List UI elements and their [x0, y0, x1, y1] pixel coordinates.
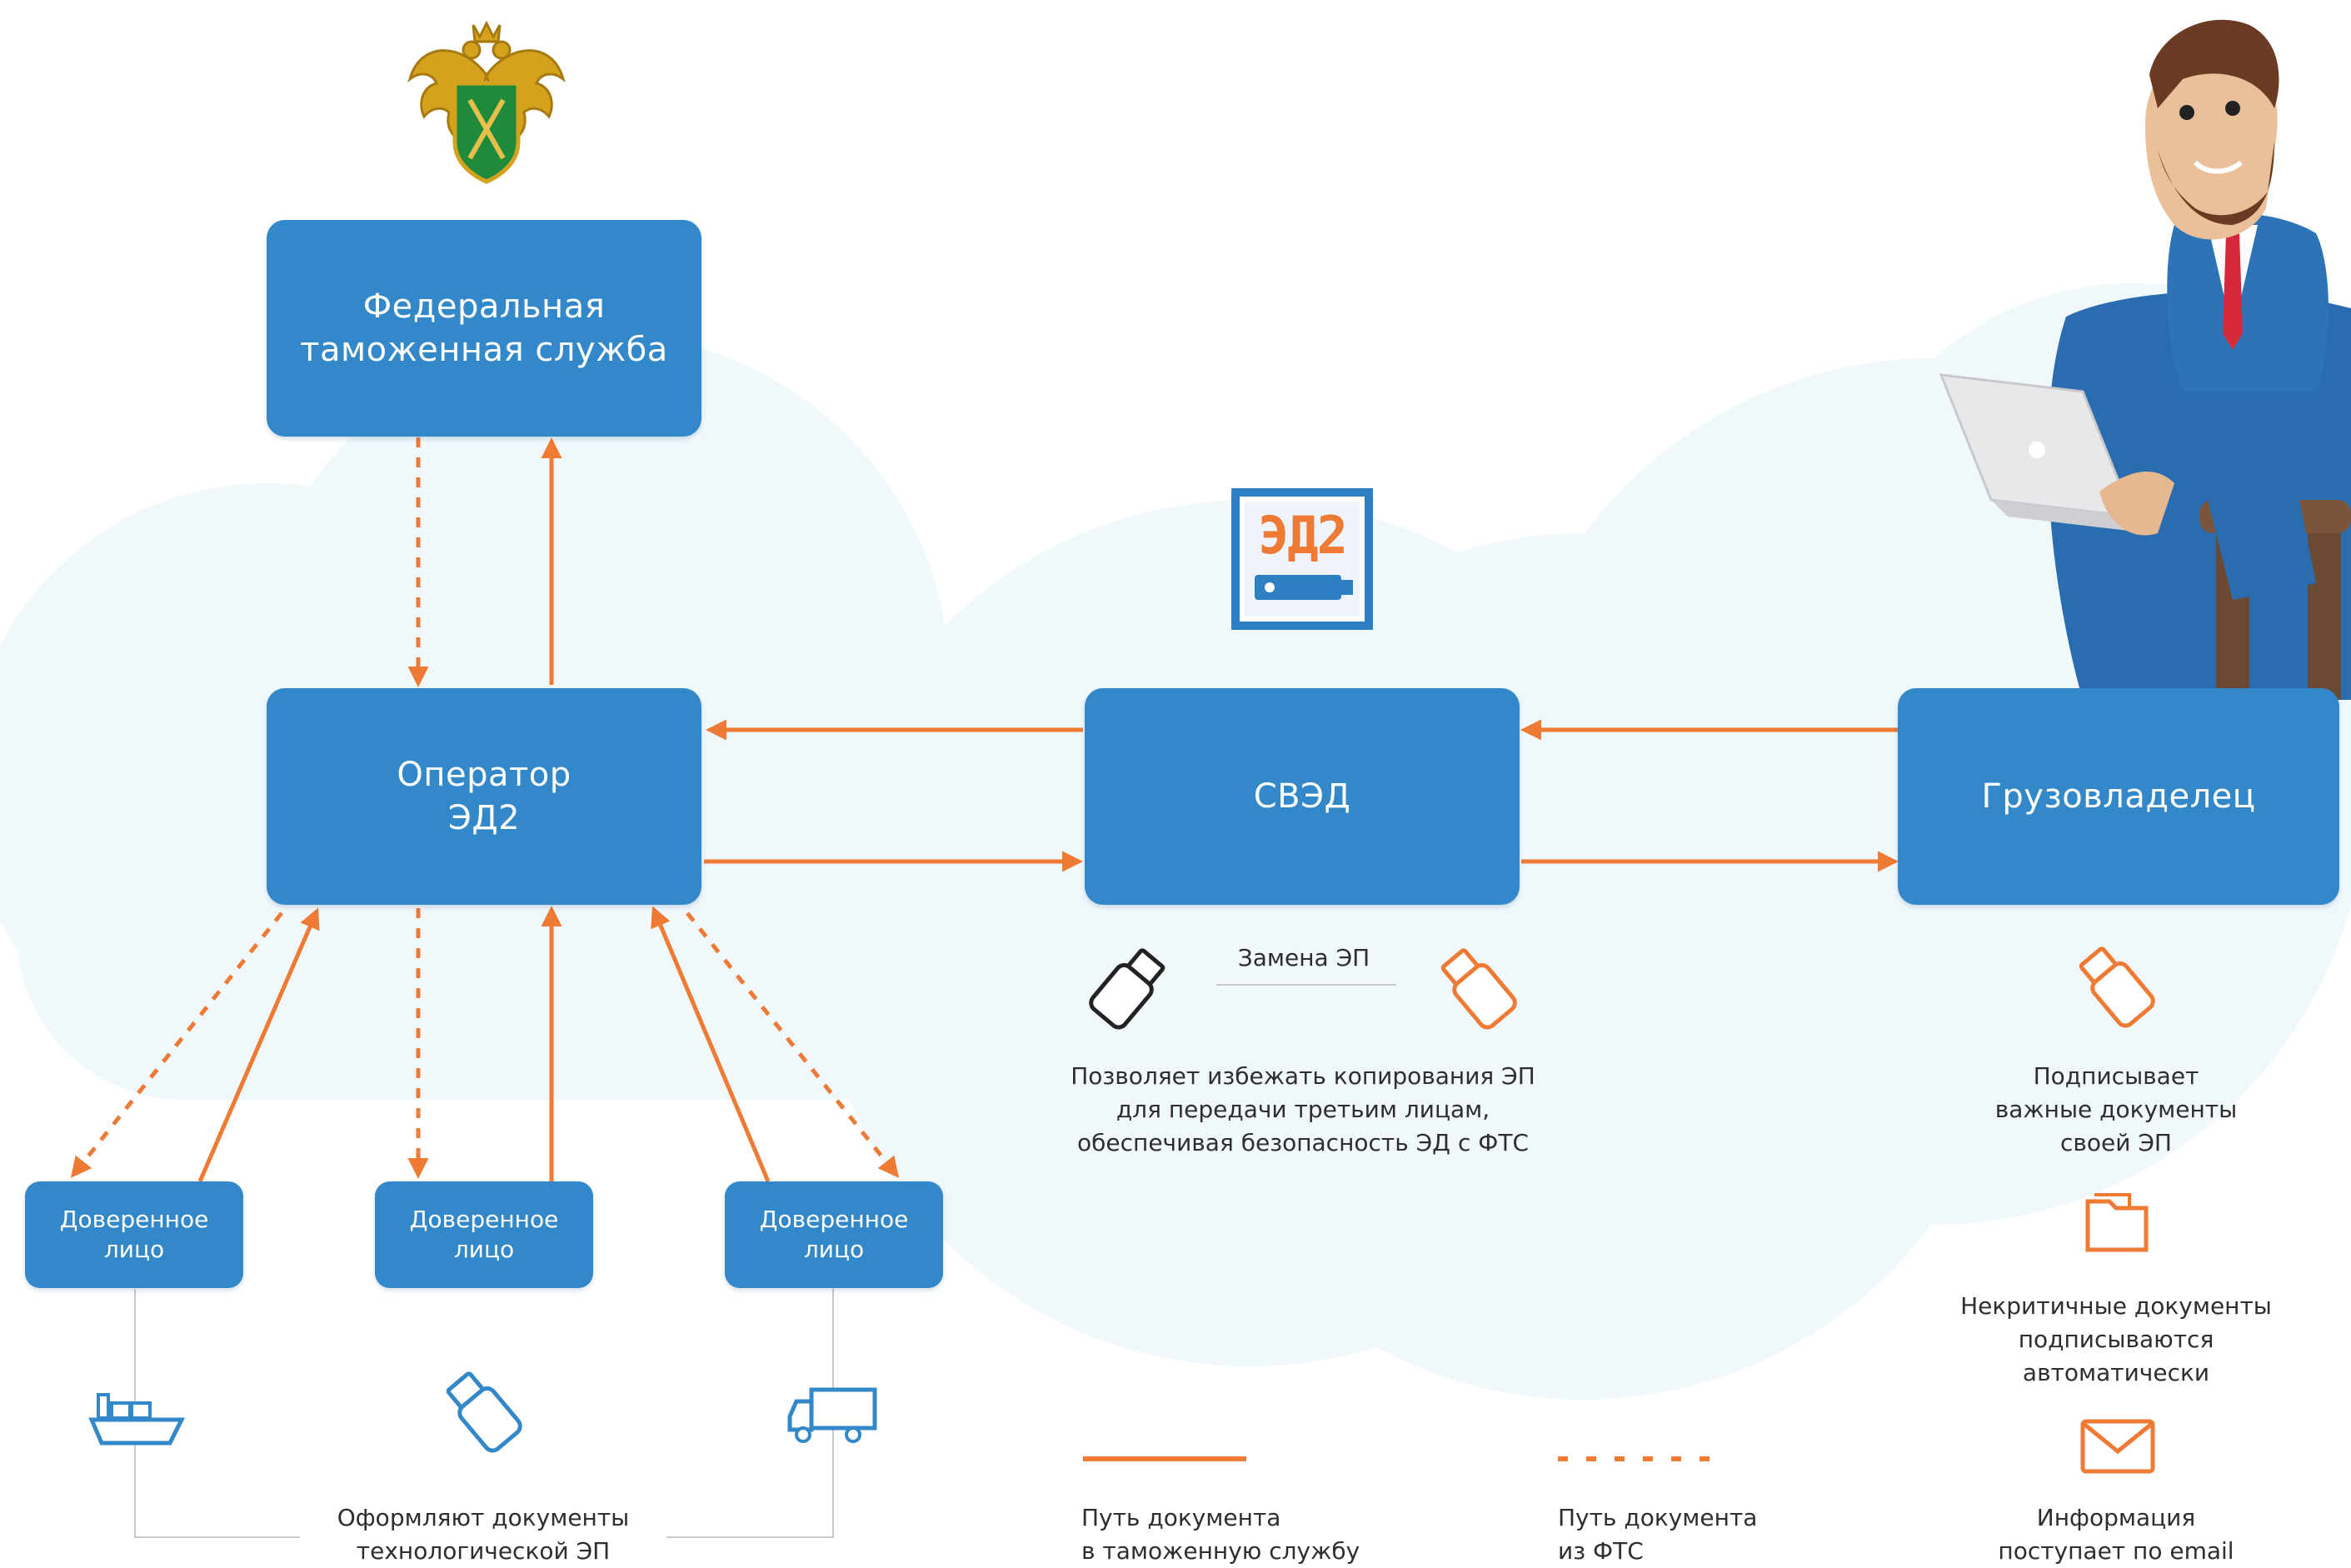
russian-customs-emblem [407, 20, 566, 184]
arrow-operator-to-trusted-3 [686, 911, 900, 1178]
caption-owner-auto-line-2: подписываются [2018, 1326, 2214, 1353]
node-trusted-line-1: Доверенное [409, 1205, 559, 1233]
node-trusted-line-2: лицо [453, 1236, 515, 1263]
node-trusted-line-2: лицо [103, 1236, 165, 1263]
caption-owner-email-line-1: Информация [2036, 1504, 2196, 1531]
node-sved: СВЭД [1085, 688, 1520, 905]
usb-token-blue-icon [446, 1371, 522, 1453]
node-trusted-2: Доверенное лицо [375, 1181, 593, 1288]
node-trusted-line-2: лицо [803, 1236, 865, 1263]
node-fts: Федеральная таможенная служба [267, 220, 701, 437]
legend-from-fts: Путь документа из ФТС [1558, 1501, 1858, 1568]
grouping-bracket [134, 1289, 834, 1538]
legend-from-fts-line-2: из ФТС [1558, 1537, 1644, 1565]
legend-dashed-line [1558, 1456, 1721, 1461]
caption-sved-line-1: Позволяет избежать копирования ЭП [1071, 1062, 1535, 1090]
caption-owner-sign-line-1: Подписывает [2033, 1062, 2199, 1090]
node-owner-label: Грузовладелец [1981, 777, 2256, 816]
node-trusted-line-1: Доверенное [59, 1205, 209, 1233]
caption-owner-email: Информация поступает по email [1891, 1501, 2341, 1568]
arrow-operator-to-trusted-1 [70, 911, 283, 1178]
usb-token-orange-icon [1440, 948, 1517, 1030]
arrow-trusted-1-to-operator [197, 907, 320, 1182]
legend-from-fts-line-1: Путь документа [1558, 1504, 1758, 1531]
caption-owner-sign: Подписывает важные документы своей ЭП [1891, 1060, 2341, 1160]
node-sved-label: СВЭД [1253, 777, 1351, 816]
sved-logo-text: ЭД2 [1258, 505, 1348, 566]
node-operator-line-1: Оператор [397, 756, 572, 794]
node-operator: Оператор ЭД2 [267, 688, 701, 905]
sved-logo: ЭД2 [1231, 488, 1373, 630]
caption-trusted-docs-line-1: Оформляют документы [337, 1504, 630, 1531]
caption-trusted-docs-line-2: технологической ЭП [356, 1537, 611, 1565]
node-trusted-3: Доверенное лицо [725, 1181, 943, 1288]
caption-owner-sign-line-3: своей ЭП [2060, 1129, 2172, 1156]
arrow-trusted-3-to-operator [651, 906, 771, 1182]
envelope-icon [2080, 1419, 2155, 1474]
truck-icon [787, 1387, 877, 1443]
node-fts-line-2: таможенная служба [300, 331, 668, 369]
legend-to-customs-line-1: Путь документа [1081, 1504, 1281, 1531]
caption-owner-email-line-2: поступает по email [1998, 1537, 2234, 1565]
node-operator-line-2: ЭД2 [447, 799, 521, 837]
ep-replace-title: Замена ЭП [1237, 944, 1370, 971]
legend-solid-line [1083, 1456, 1246, 1461]
caption-trusted-docs: Оформляют документы технологической ЭП [300, 1501, 666, 1568]
usb-token-dark-icon [1089, 948, 1166, 1030]
legend-to-customs: Путь документа в таможенную службу [1081, 1501, 1465, 1568]
caption-owner-auto-line-3: автоматически [2022, 1359, 2210, 1386]
legend-to-customs-line-2: в таможенную службу [1081, 1537, 1360, 1565]
ship-icon [88, 1393, 186, 1446]
node-owner: Грузовладелец [1898, 688, 2339, 905]
node-trusted-line-1: Доверенное [759, 1205, 909, 1233]
node-fts-line-1: Федеральная [362, 287, 606, 326]
folder-icon [2085, 1193, 2149, 1252]
caption-owner-sign-line-2: важные документы [1994, 1096, 2238, 1123]
caption-owner-auto: Некритичные документы подписываются авто… [1891, 1290, 2341, 1390]
node-trusted-1: Доверенное лицо [25, 1181, 243, 1288]
caption-sved-line-2: для передачи третьим лицам, [1116, 1096, 1490, 1123]
caption-sved-line-3: обеспечивая безопасность ЭД с ФТС [1077, 1129, 1529, 1156]
businessman-illustration [1939, 19, 2351, 700]
usb-token-sign-icon [2079, 946, 2155, 1028]
caption-sved: Позволяет избежать копирования ЭП для пе… [1036, 1060, 1570, 1160]
caption-owner-auto-line-1: Некритичные документы [1960, 1292, 2272, 1320]
